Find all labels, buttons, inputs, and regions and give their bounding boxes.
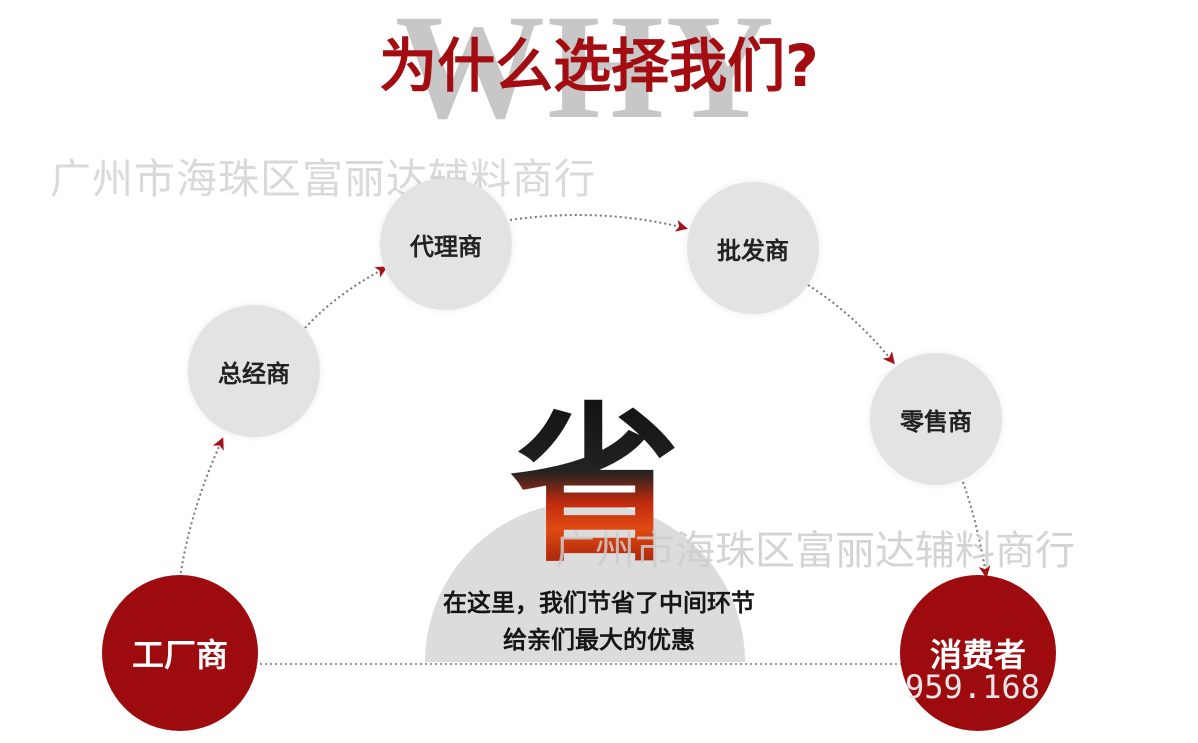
center-save-character: 省 — [505, 392, 685, 582]
arrow-agent-to-wholesaler — [509, 214, 688, 232]
node-consumer-label: 消费者 — [929, 636, 1026, 674]
node-factory-label: 工厂商 — [131, 636, 228, 674]
node-retailer: 零售商 — [870, 353, 1002, 485]
arrow-retailer-to-consumer — [962, 481, 991, 578]
arrow-general-to-agent — [304, 266, 388, 329]
node-general-distributor: 总经商 — [188, 305, 320, 437]
watermark-top: 广州市海珠区富丽达辅料商行 — [50, 155, 596, 203]
node-retailer-label: 零售商 — [900, 407, 972, 436]
node-wholesaler-label: 批发商 — [717, 236, 789, 265]
page-title: 为什么选择我们? — [379, 32, 819, 100]
node-agent-label: 代理商 — [410, 232, 482, 261]
node-factory: 工厂商 — [102, 575, 258, 731]
arrow-wholesaler-to-retailer — [807, 284, 895, 365]
node-agent: 代理商 — [380, 178, 512, 310]
caption-line-1: 在这里，我们节省了中间环节 — [443, 589, 755, 617]
node-wholesaler: 批发商 — [687, 182, 819, 314]
arrow-factory-to-general — [179, 437, 224, 579]
savings-dome — [425, 502, 745, 662]
caption-line-2: 给亲们最大的优惠 — [503, 626, 695, 654]
node-consumer: 消费者 — [900, 575, 1056, 731]
watermark-number: 959.168 — [905, 668, 1040, 706]
why-background-text: WHY — [395, 0, 776, 150]
node-general-distributor-label: 总经商 — [218, 359, 290, 388]
watermark-center: 广州市海珠区富丽达辅料商行 — [555, 528, 1075, 574]
